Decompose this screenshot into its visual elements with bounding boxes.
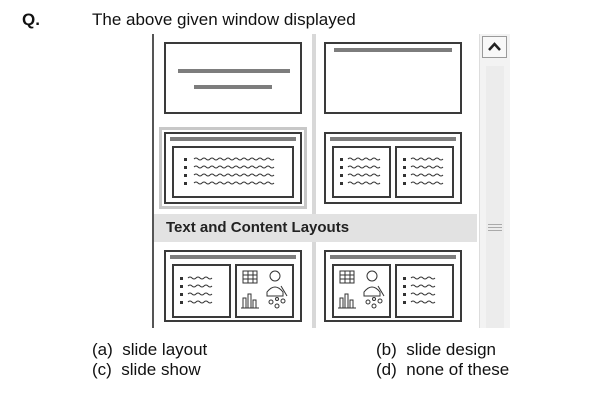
content-placeholder-icon: [241, 270, 288, 309]
title-placeholder-bar: [334, 48, 452, 52]
bulleted-text-icon: [340, 157, 381, 185]
content-placeholder-icon: [338, 270, 385, 309]
section-header: Text and Content Layouts: [154, 214, 477, 242]
option-key: (c): [92, 360, 112, 379]
option-key: (a): [92, 340, 113, 359]
subtitle-placeholder-bar: [194, 85, 272, 89]
chevron-up-icon: [488, 42, 501, 51]
question-label: Q.: [22, 10, 40, 29]
option-text: slide layout: [122, 340, 208, 359]
option-a: (a) slide layout: [92, 340, 207, 360]
question-text: The above given window displayed: [92, 10, 356, 29]
layout-title-text-and-content[interactable]: [164, 250, 302, 322]
scroll-up-button[interactable]: [482, 36, 507, 58]
option-text: none of these: [406, 360, 510, 379]
title-placeholder-bar: [170, 255, 296, 259]
text-placeholder-box: [395, 146, 454, 198]
option-text: slide show: [121, 360, 201, 379]
layout-title-and-2-column-text[interactable]: [324, 132, 462, 204]
layout-title-only[interactable]: [324, 42, 462, 114]
text-placeholder-box: [332, 146, 391, 198]
title-placeholder-bar: [170, 137, 296, 141]
scroll-grip-icon[interactable]: [488, 222, 502, 234]
bulleted-text-icon: [184, 157, 275, 185]
layout-title-and-text[interactable]: [159, 127, 307, 209]
layout-title-content-and-text[interactable]: [324, 250, 462, 322]
bulleted-text-icon: [180, 276, 213, 304]
layout-thumbnails: Text and Content Layouts: [154, 34, 477, 328]
option-c: (c) slide show: [92, 360, 201, 380]
slide-layout-pane: Text and Content Layouts: [152, 34, 510, 328]
bulleted-text-icon: [403, 157, 444, 185]
scroll-track[interactable]: [486, 66, 504, 328]
option-d: (d) none of these: [376, 360, 509, 380]
bulleted-text-icon: [403, 276, 436, 304]
text-placeholder-box: [172, 264, 231, 318]
vertical-scrollbar[interactable]: [479, 34, 510, 328]
title-placeholder-bar: [178, 69, 290, 73]
title-placeholder-bar: [330, 137, 456, 141]
option-key: (d): [376, 360, 397, 379]
text-placeholder-box: [395, 264, 454, 318]
option-b: (b) slide design: [376, 340, 496, 360]
text-placeholder-box: [172, 146, 294, 198]
layout-title-slide[interactable]: [164, 42, 302, 114]
title-placeholder-bar: [330, 255, 456, 259]
content-placeholder-box: [332, 264, 391, 318]
option-text: slide design: [406, 340, 497, 359]
column-divider: [312, 34, 316, 328]
option-key: (b): [376, 340, 397, 359]
content-placeholder-box: [235, 264, 294, 318]
